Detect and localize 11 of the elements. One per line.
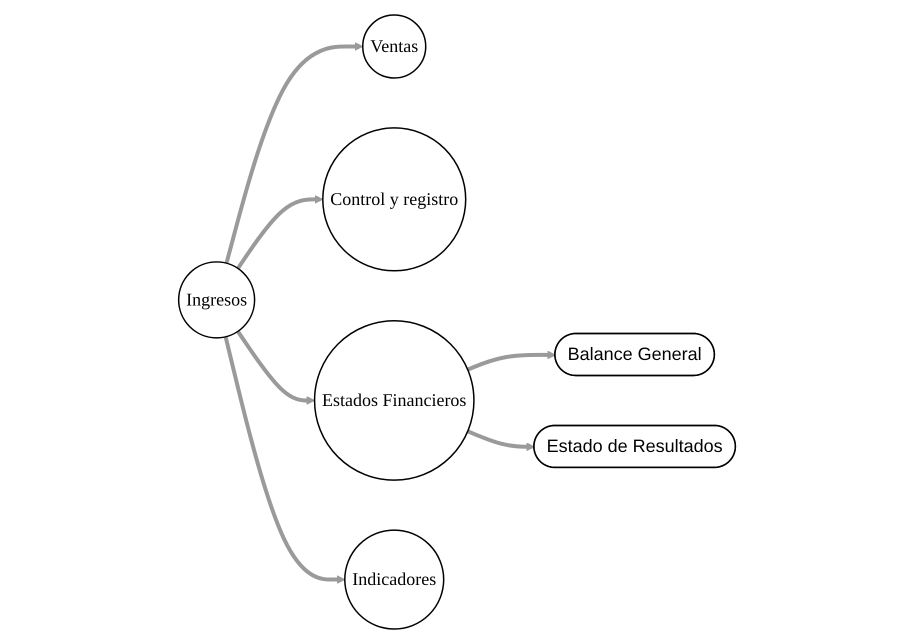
arrow (236, 194, 323, 270)
arrow (466, 428, 534, 451)
arrow (223, 336, 345, 584)
arrow (466, 350, 556, 371)
node-circle: Ingresos (177, 260, 255, 338)
node-circle: Indicadores (344, 528, 444, 630)
node-circle: Ventas (362, 14, 426, 78)
arrow (236, 330, 314, 404)
node-circle: Control y registro (322, 126, 466, 272)
node-circle: Estados Financieros (313, 320, 474, 480)
arrow (224, 42, 363, 264)
